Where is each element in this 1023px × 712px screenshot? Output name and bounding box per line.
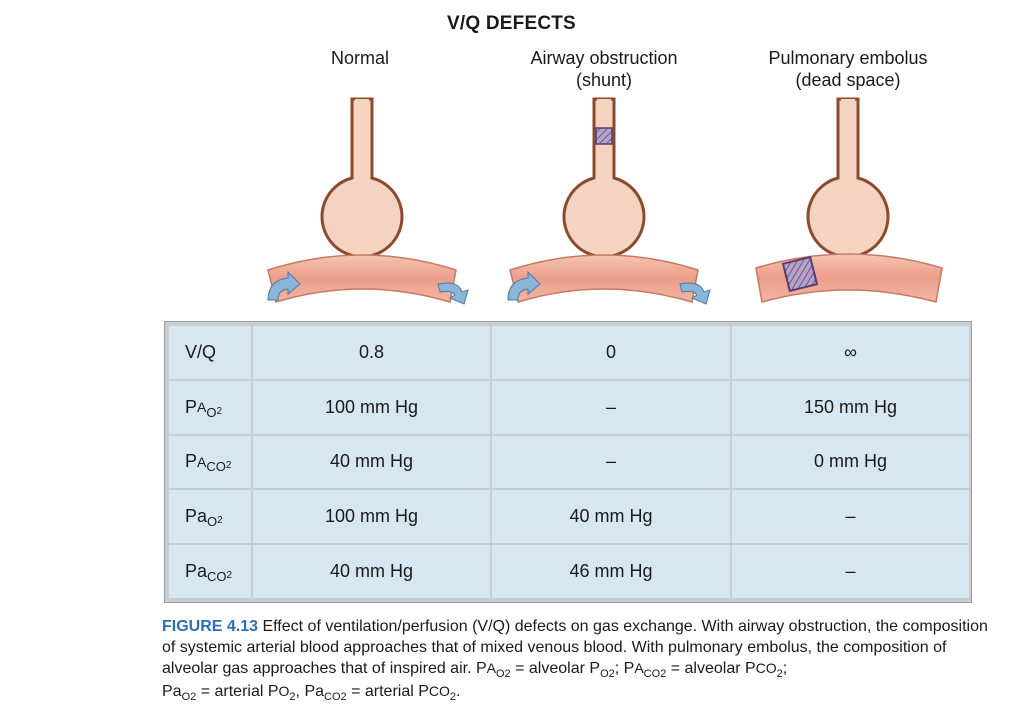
column-heading-line1: Airway obstruction	[530, 48, 678, 68]
cell-arterial-pco2-dead-space: –	[732, 545, 969, 598]
cell-alveolar-pco2-dead-space: 0 mm Hg	[732, 435, 969, 489]
airway-obstruction-block	[595, 127, 613, 145]
cell-arterial-pco2-normal: 40 mm Hg	[253, 545, 490, 598]
figure-label: FIGURE 4.13	[162, 618, 259, 635]
cell-alveolar-po2-dead-space: 150 mm Hg	[732, 380, 969, 434]
blood-flow-out-arrow-icon	[437, 282, 469, 305]
capillary	[267, 254, 457, 303]
figure-caption: FIGURE 4.13 Effect of ventilation/perfus…	[162, 618, 988, 703]
column-heading-line2: (dead space)	[795, 70, 901, 90]
cell-arterial-po2-normal: 100 mm Hg	[253, 490, 490, 544]
airway-lumen	[355, 99, 369, 183]
column-heading-pulmonary-embolus: Pulmonary embolus (dead space)	[728, 47, 968, 91]
shunt-alveolus-unit	[507, 97, 711, 305]
column-heading-line1: Pulmonary embolus	[768, 48, 928, 68]
blood-flow-out-arrow-icon	[679, 282, 711, 305]
cell-alveolar-po2-normal: 100 mm Hg	[253, 380, 490, 434]
embolus-block	[781, 255, 819, 293]
cell-vq-dead-space: ∞	[732, 326, 969, 379]
normal-alveolus-unit	[267, 97, 469, 305]
column-heading-line2: (shunt)	[575, 70, 633, 90]
cell-arterial-po2-shunt: 40 mm Hg	[492, 490, 730, 544]
column-heading-line1: Normal	[330, 48, 389, 68]
cell-alveolar-pco2-normal: 40 mm Hg	[253, 435, 490, 489]
row-label-vq: V/Q	[169, 326, 251, 379]
figure-title: V/Q DEFECTS	[447, 13, 576, 34]
cell-arterial-po2-dead-space: –	[732, 490, 969, 544]
cell-vq-shunt: 0	[492, 326, 730, 379]
vq-diagram	[267, 97, 943, 305]
column-heading-airway-obstruction: Airway obstruction (dead space) (shunt)	[484, 47, 724, 91]
blood-flow-in-arrow-icon	[267, 270, 301, 301]
dead-space-alveolus-unit	[755, 97, 943, 303]
cell-vq-normal: 0.8	[253, 326, 490, 379]
cell-arterial-pco2-shunt: 46 mm Hg	[492, 545, 730, 598]
cell-alveolar-po2-shunt: –	[492, 380, 730, 434]
column-heading-normal: Normal	[240, 47, 480, 69]
capillary	[509, 254, 699, 303]
capillary	[755, 253, 943, 303]
airway-lumen	[841, 99, 855, 183]
blood-flow-in-arrow-icon	[507, 270, 541, 301]
cell-alveolar-pco2-shunt: –	[492, 435, 730, 489]
